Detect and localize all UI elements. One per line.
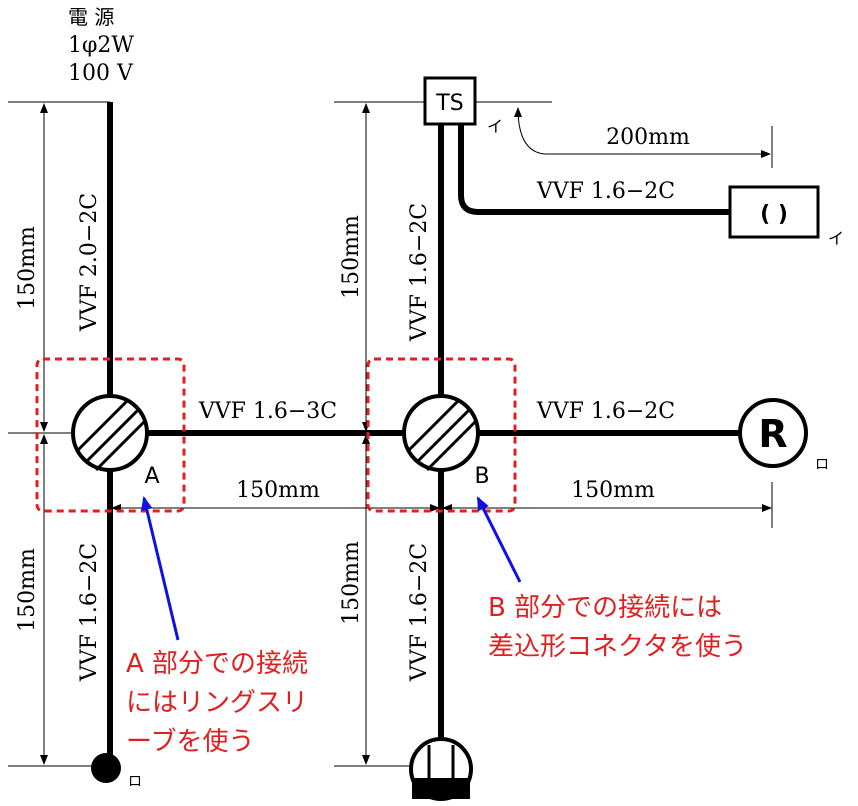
- junction-box-b: [402, 394, 480, 472]
- receptacle-label-ro: ロ: [815, 457, 829, 473]
- annotation-a-line3: ーブを使う: [126, 727, 254, 757]
- receptacle-label: R: [758, 412, 787, 456]
- power-source-title: 電 源: [68, 5, 114, 29]
- junction-box-a: [71, 394, 149, 472]
- annotation-b-line2: 差込形コネクタを使う: [488, 632, 747, 662]
- pilot-label-i: イ: [828, 229, 844, 248]
- junction-a-label: A: [144, 464, 159, 489]
- dim-ts-branch: [514, 107, 771, 158]
- annotation-a-line1: A 部分での接続: [126, 649, 308, 679]
- annotation-a-line2: にはリングスリ: [126, 688, 308, 718]
- pointer-arrow-b: [476, 496, 522, 583]
- highlight-box-b: [366, 357, 517, 513]
- power-source-phase: 1φ2W: [68, 33, 134, 58]
- cable-label-mid-upper: VVF 1.6−2C: [407, 203, 432, 342]
- light-label-ro: ロ: [128, 774, 142, 790]
- ts-label: TS: [435, 91, 463, 116]
- cable-label-ts-branch: VVF 1.6−2C: [536, 179, 675, 204]
- light-fixture-dot: [91, 753, 121, 783]
- dim-label-horizontal-ab: 150mm: [236, 478, 320, 503]
- pilot-lamp-label: ( ): [760, 202, 788, 227]
- outlet-symbol: [409, 737, 473, 801]
- dim-label-ts-branch: 200mm: [606, 125, 690, 150]
- cable-label-left-lower: VVF 1.6−2C: [77, 543, 102, 682]
- dim-label-horizontal-br: 150mm: [571, 478, 655, 503]
- highlight-box-a: [35, 357, 186, 513]
- ts-label-i: イ: [487, 117, 503, 136]
- pointer-arrow-a: [140, 496, 180, 641]
- ts-box: [423, 76, 477, 126]
- power-source-voltage: 100 V: [68, 61, 134, 86]
- annotation-b-line1: B 部分での接続には: [488, 593, 722, 623]
- cable-label-horizontal-ab: VVF 1.6−3C: [198, 399, 337, 424]
- cable-label-left-upper: VVF 2.0−2C: [77, 193, 102, 332]
- dim-label-left-upper: 150mm: [15, 226, 40, 310]
- cable-ts-branch: [458, 122, 730, 215]
- dim-label-mid-upper: 150mm: [339, 215, 364, 299]
- dim-label-mid-lower: 150mm: [339, 541, 364, 625]
- cable-label-mid-lower: VVF 1.6−2C: [407, 543, 432, 682]
- pilot-lamp-box: [728, 185, 820, 239]
- receptacle-symbol: [738, 398, 808, 468]
- junction-b-label: B: [474, 464, 489, 489]
- cable-label-horizontal-br: VVF 1.6−2C: [536, 399, 675, 424]
- dim-label-left-lower: 150mm: [15, 548, 40, 632]
